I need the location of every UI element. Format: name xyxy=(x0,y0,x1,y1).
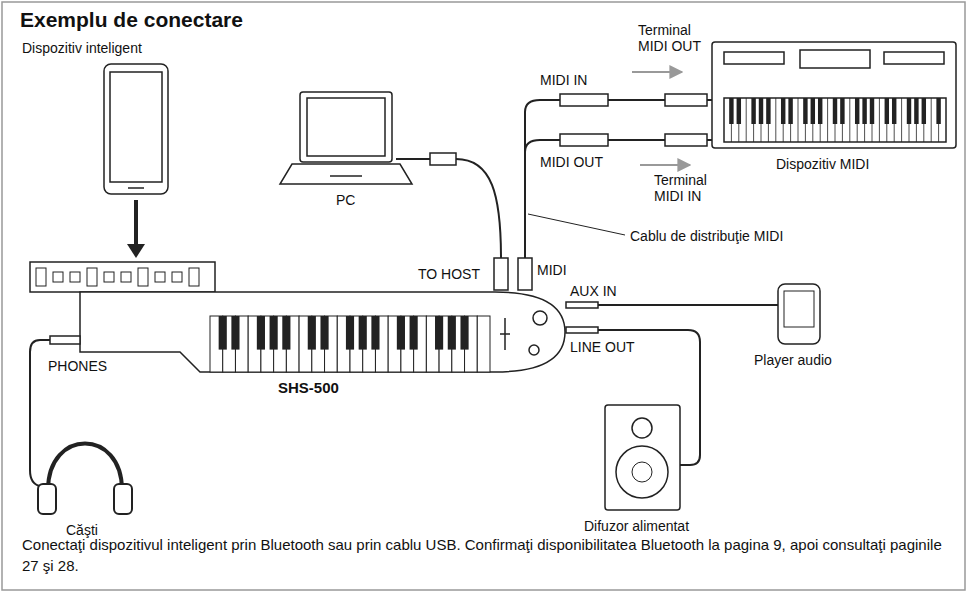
audio-player xyxy=(566,284,820,344)
keytar-keys xyxy=(210,316,490,372)
white-key xyxy=(901,98,902,142)
diagram-title: Exemplu de conectare xyxy=(20,8,243,32)
terminal-label: Terminal MIDI IN xyxy=(654,172,720,204)
device-label: PC xyxy=(336,192,355,208)
white-key xyxy=(746,98,747,142)
black-key xyxy=(435,316,443,350)
black-key xyxy=(781,98,785,124)
black-key xyxy=(282,316,290,350)
black-key xyxy=(219,316,227,350)
black-key xyxy=(308,316,316,350)
control-button xyxy=(36,268,46,286)
black-key xyxy=(759,98,763,124)
black-key xyxy=(270,316,278,350)
midi-device xyxy=(712,42,956,148)
black-key xyxy=(729,98,733,124)
control-button xyxy=(138,268,148,286)
port-label: LINE OUT xyxy=(570,339,635,355)
device-label: Dispozitiv MIDI xyxy=(776,156,869,172)
black-key xyxy=(359,316,367,350)
white-key xyxy=(931,98,932,142)
control-button xyxy=(104,272,114,282)
terminal-label: Terminal MIDI OUT xyxy=(638,22,710,54)
connect-arrow xyxy=(127,200,145,258)
black-key xyxy=(833,98,837,124)
black-key xyxy=(855,98,859,124)
black-key xyxy=(811,98,815,124)
black-key xyxy=(914,98,918,124)
device-label: Player audio xyxy=(754,352,832,368)
black-key xyxy=(410,316,418,350)
black-key xyxy=(922,98,926,124)
black-key xyxy=(320,316,328,350)
connector-label: MIDI IN xyxy=(540,72,587,88)
black-key xyxy=(397,316,405,350)
black-key xyxy=(840,98,844,124)
black-key xyxy=(936,98,940,124)
port-label: AUX IN xyxy=(570,283,617,299)
port-label: MIDI xyxy=(537,262,567,278)
neck-controls xyxy=(36,268,199,286)
white-key xyxy=(798,98,799,142)
black-key xyxy=(892,98,896,124)
device-label: Căşti xyxy=(66,522,98,538)
black-key xyxy=(766,98,770,124)
pc-laptop xyxy=(280,92,412,184)
black-key xyxy=(818,98,822,124)
model-name: SHS-500 xyxy=(278,380,339,396)
black-key xyxy=(803,98,807,124)
caption: Conectaţi dispozitivul inteligent prin B… xyxy=(22,534,947,576)
port-label: TO HOST xyxy=(418,266,480,282)
black-key xyxy=(885,98,889,124)
control-button xyxy=(155,272,165,282)
white-key xyxy=(477,316,490,372)
white-key xyxy=(775,98,776,142)
black-key xyxy=(257,316,265,350)
headphones xyxy=(30,336,132,514)
black-key xyxy=(460,316,468,350)
control-button xyxy=(172,272,182,282)
device-label: Difuzor alimentat xyxy=(584,518,689,534)
white-key xyxy=(827,98,828,142)
black-key xyxy=(346,316,354,350)
black-key xyxy=(788,98,792,124)
smart-device xyxy=(104,64,168,194)
usb-cable xyxy=(396,153,508,290)
white-key xyxy=(879,98,880,142)
black-key xyxy=(862,98,866,124)
black-key xyxy=(751,98,755,124)
control-button xyxy=(53,272,63,282)
control-button xyxy=(70,272,80,282)
control-button xyxy=(189,268,199,286)
port-label: PHONES xyxy=(48,358,107,374)
shs-500-body xyxy=(30,262,565,372)
cable-label: Cablu de distribuţie MIDI xyxy=(630,228,783,244)
black-key xyxy=(907,98,911,124)
black-key xyxy=(448,316,456,350)
signal-arrow xyxy=(640,164,690,166)
powered-speaker xyxy=(566,327,700,510)
midi-keys xyxy=(729,98,941,142)
black-key xyxy=(870,98,874,124)
black-key xyxy=(737,98,741,124)
black-key xyxy=(371,316,379,350)
signal-arrow xyxy=(632,71,682,73)
control-button xyxy=(121,272,131,282)
white-key xyxy=(849,98,850,142)
device-label: Dispozitiv inteligent xyxy=(22,40,142,56)
black-key xyxy=(231,316,239,350)
connector-label: MIDI OUT xyxy=(540,154,603,170)
control-button xyxy=(87,268,97,286)
leader-line xyxy=(528,214,625,235)
